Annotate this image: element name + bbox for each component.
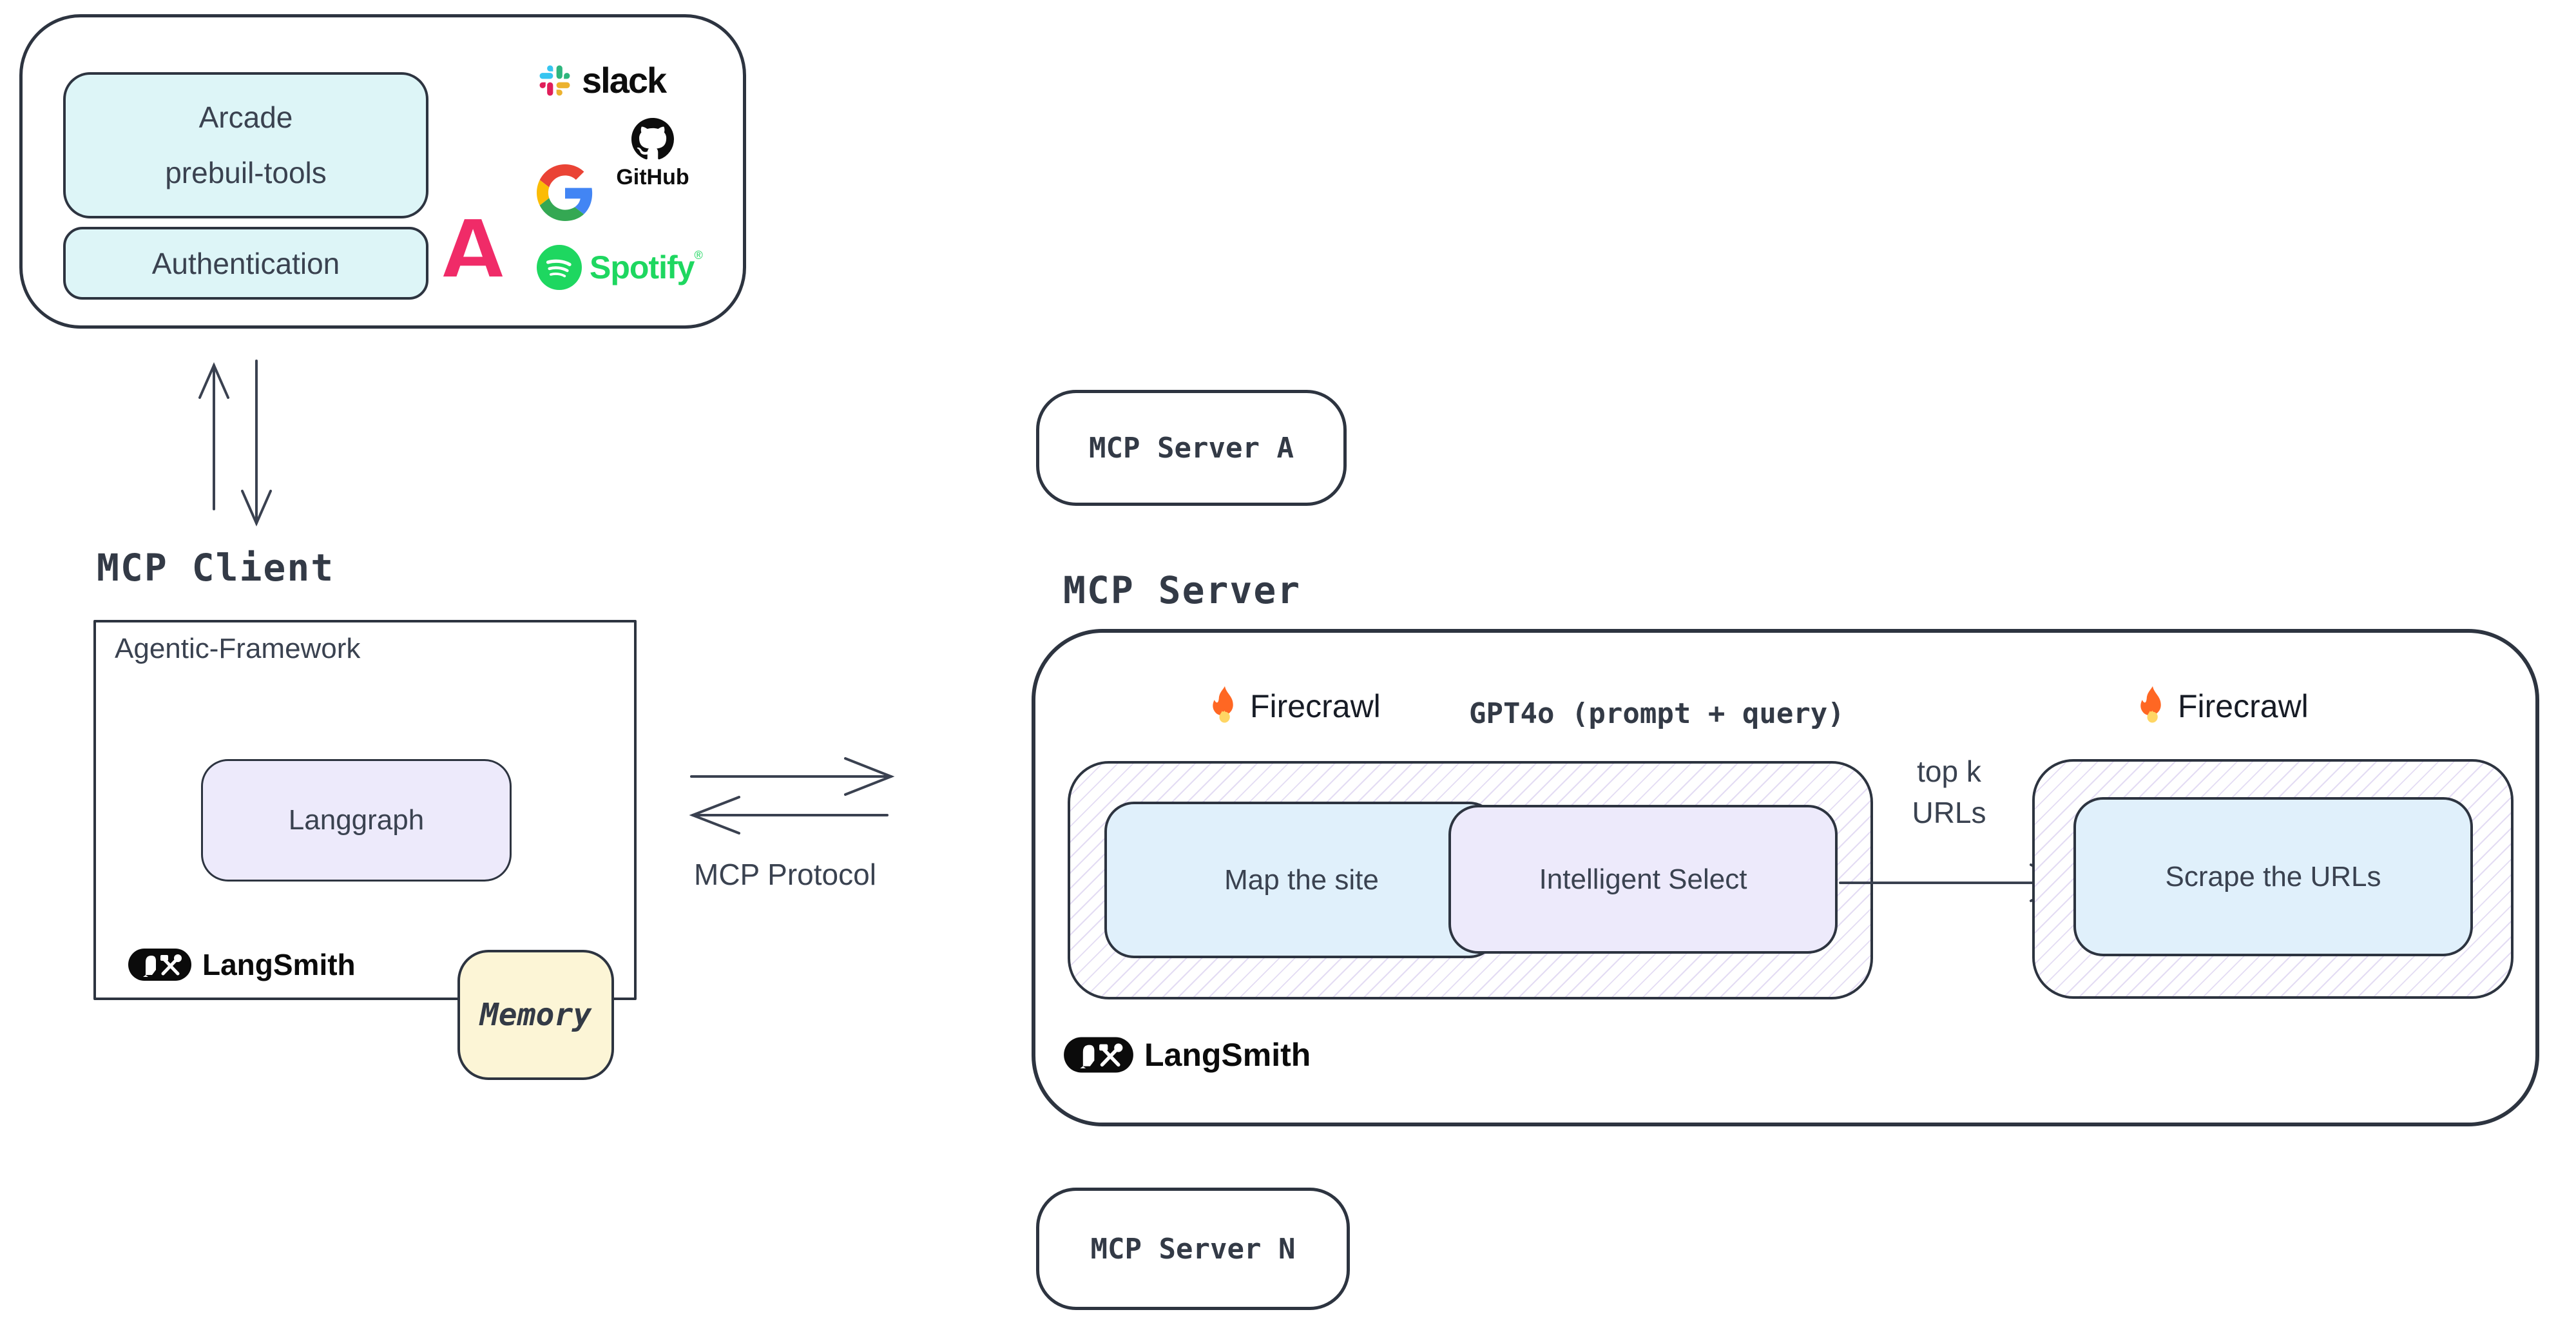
- langsmith-logo-client: LangSmith: [128, 947, 356, 982]
- parrot-shape: [146, 956, 156, 975]
- flame-icon: [1206, 684, 1244, 728]
- intelligent-select-label: Intelligent Select: [1539, 863, 1747, 895]
- google-icon: [537, 164, 593, 221]
- client-tools-up-arrow: [187, 351, 290, 538]
- langsmith-wordmark: LangSmith: [202, 948, 356, 981]
- gpt4o-label: GPT4o (prompt + query): [1469, 697, 1845, 730]
- github-logo: GitHub: [611, 118, 695, 190]
- firecrawl-logo-right: Firecrawl: [2134, 684, 2309, 728]
- flame-icon: [2134, 684, 2171, 728]
- topk-urls-label: top k URLs: [1881, 751, 2017, 834]
- mcp-server-n-node: MCP Server N: [1036, 1188, 1350, 1310]
- firecrawl-wordmark-right: Firecrawl: [2178, 688, 2309, 724]
- slack-logo: slack: [537, 59, 667, 101]
- mcp-protocol-arrows: [677, 744, 908, 847]
- langsmith-wordmark: LangSmith: [1144, 1037, 1311, 1073]
- arcade-node-label-line1: Arcade: [198, 101, 293, 135]
- slack-icon: [537, 63, 573, 99]
- github-wordmark: GitHub: [616, 165, 689, 189]
- langgraph-label: Langgraph: [288, 804, 425, 836]
- topk-line1: top k: [1917, 755, 1981, 788]
- mcp-server-a-node: MCP Server A: [1036, 390, 1347, 506]
- firecrawl-wordmark-left: Firecrawl: [1250, 688, 1381, 724]
- arcade-icon: A A: [438, 211, 508, 286]
- spotify-icon: [537, 245, 582, 290]
- authentication-node: Authentication: [63, 227, 428, 300]
- svg-text:A: A: [441, 211, 505, 286]
- mcp-protocol-label: MCP Protocol: [694, 858, 876, 891]
- mcp-client-title: MCP Client: [97, 546, 335, 590]
- scrape-the-urls-label: Scrape the URLs: [2165, 860, 2381, 892]
- slack-wordmark: slack: [582, 60, 667, 101]
- parrot-shape: [1082, 1045, 1095, 1066]
- arcade-node-label-line2: prebuil-tools: [165, 155, 327, 189]
- spotify-wordmark: Spotify: [590, 249, 695, 285]
- github-icon: [631, 118, 674, 160]
- scrape-the-urls-node: Scrape the URLs: [2073, 797, 2473, 956]
- langsmith-icon: [128, 948, 192, 981]
- langsmith-icon: [1063, 1036, 1134, 1074]
- mcp-server-title: MCP Server: [1063, 568, 1302, 612]
- mcp-server-a-label: MCP Server A: [1089, 431, 1294, 465]
- spotify-logo: Spotify®: [537, 245, 703, 290]
- intelligent-select-node: Intelligent Select: [1448, 805, 1838, 954]
- agentic-framework-label: Agentic-Framework: [115, 633, 361, 664]
- svg-text:A: A: [441, 211, 505, 286]
- topk-line2: URLs: [1912, 796, 1986, 830]
- arcade-prebuilt-tools-node: Arcade prebuil-tools: [63, 72, 428, 218]
- map-the-site-label: Map the site: [1224, 863, 1379, 896]
- map-the-site-node: Map the site: [1104, 802, 1499, 958]
- langgraph-node: Langgraph: [201, 759, 512, 882]
- firecrawl-logo-left: Firecrawl: [1206, 684, 1381, 728]
- authentication-label: Authentication: [151, 246, 340, 280]
- langsmith-logo-server: LangSmith: [1063, 1036, 1311, 1074]
- mcp-server-n-label: MCP Server N: [1090, 1232, 1296, 1266]
- memory-label: Memory: [479, 997, 592, 1033]
- spotify-reg-mark: ®: [694, 249, 703, 262]
- memory-node: Memory: [457, 950, 614, 1080]
